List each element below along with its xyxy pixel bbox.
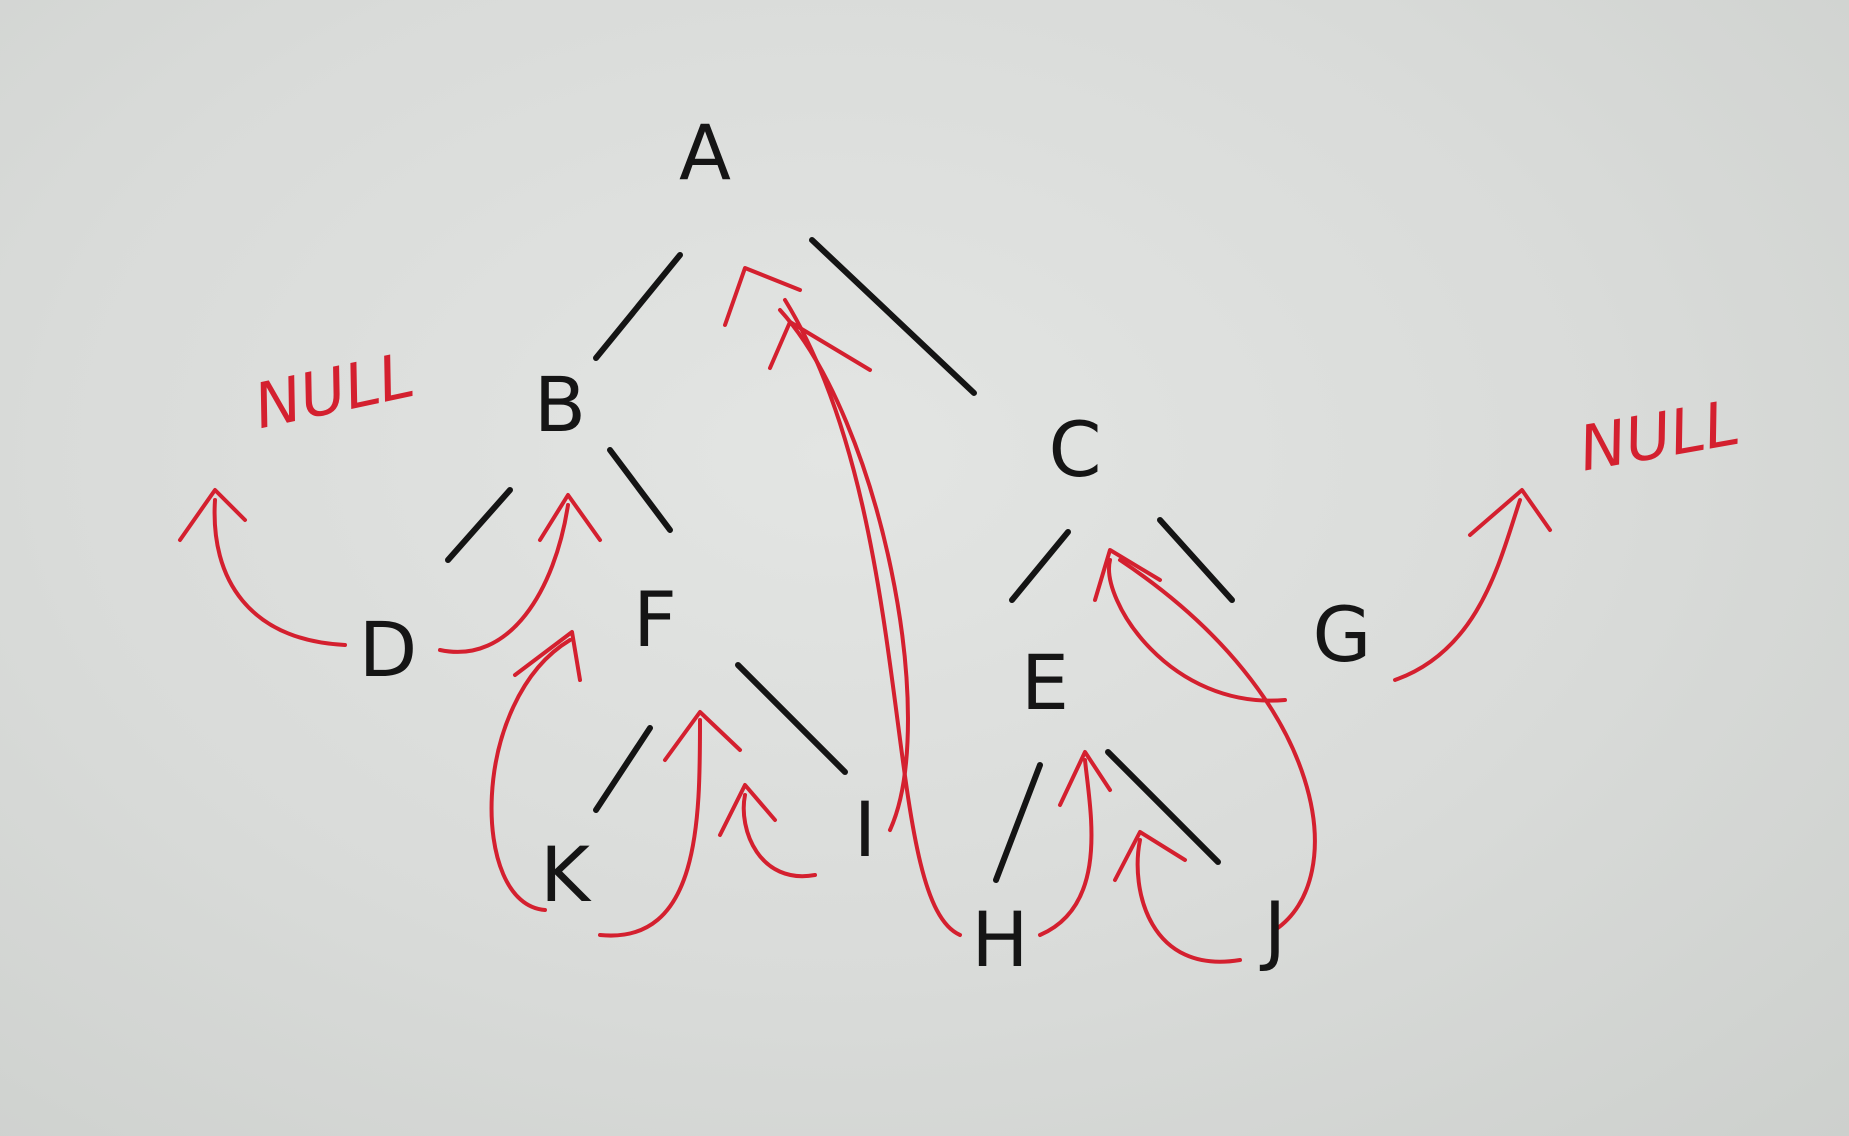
thread-i-to-f: [741, 793, 817, 879]
arrowhead-null-right: [1468, 488, 1552, 537]
thread-k-to-f: [598, 718, 702, 938]
tree-edges: [445, 237, 1235, 883]
arrowhead-null-left: [178, 488, 247, 542]
thread-i-to-a: [778, 308, 910, 832]
thread-k-to-b: [489, 638, 572, 912]
edge-f-k: [593, 725, 653, 813]
node-c: C: [1048, 405, 1101, 494]
node-f: F: [633, 575, 677, 664]
node-e: E: [1021, 638, 1069, 727]
edge-e-j: [1105, 749, 1221, 865]
edge-b-f: [607, 447, 673, 533]
edge-a-b: [593, 252, 683, 361]
edge-c-g: [1157, 517, 1235, 603]
edge-c-e: [1009, 529, 1071, 603]
edge-e-h: [993, 762, 1043, 883]
arrowhead-f-from-k: [663, 710, 742, 762]
arrowhead-a: [723, 266, 802, 327]
null-label-right: NULL: [1574, 386, 1745, 486]
thread-g-to-null-right: [1393, 498, 1522, 682]
null-label-left: NULL: [248, 338, 421, 443]
thread-d-to-null-left: [212, 498, 347, 647]
node-j: J: [1260, 885, 1286, 974]
edge-f-i: [735, 662, 848, 775]
null-labels: NULL NULL: [248, 338, 1745, 485]
thread-d-to-b: [438, 503, 570, 654]
node-k: K: [540, 830, 592, 919]
arrowhead-a-second: [768, 320, 872, 372]
tree-nodes: A B C D F E G K I H J: [359, 108, 1372, 984]
thread-h-to-a: [783, 298, 962, 937]
node-a: A: [679, 108, 731, 197]
thread-h-to-e: [1038, 758, 1094, 937]
edge-a-c: [809, 237, 977, 396]
node-h: H: [971, 895, 1028, 984]
arrowhead-e-from-h: [1058, 750, 1112, 807]
arrowhead-f-from-i: [718, 783, 777, 837]
thread-j-to-e: [1135, 838, 1242, 964]
arrowhead-e-from-j: [1113, 830, 1187, 882]
node-g: G: [1313, 590, 1372, 679]
arrowhead-b-from-k: [513, 630, 582, 682]
thread-g-to-c: [1107, 558, 1287, 703]
arrowhead-c: [1093, 548, 1162, 602]
thread-links: [178, 266, 1552, 964]
arrowhead-b-from-d: [538, 493, 602, 542]
edge-b-d: [445, 487, 513, 563]
node-i: I: [854, 785, 876, 874]
node-d: D: [359, 605, 418, 694]
node-b: B: [534, 360, 586, 449]
thread-j-to-c: [1118, 558, 1317, 932]
